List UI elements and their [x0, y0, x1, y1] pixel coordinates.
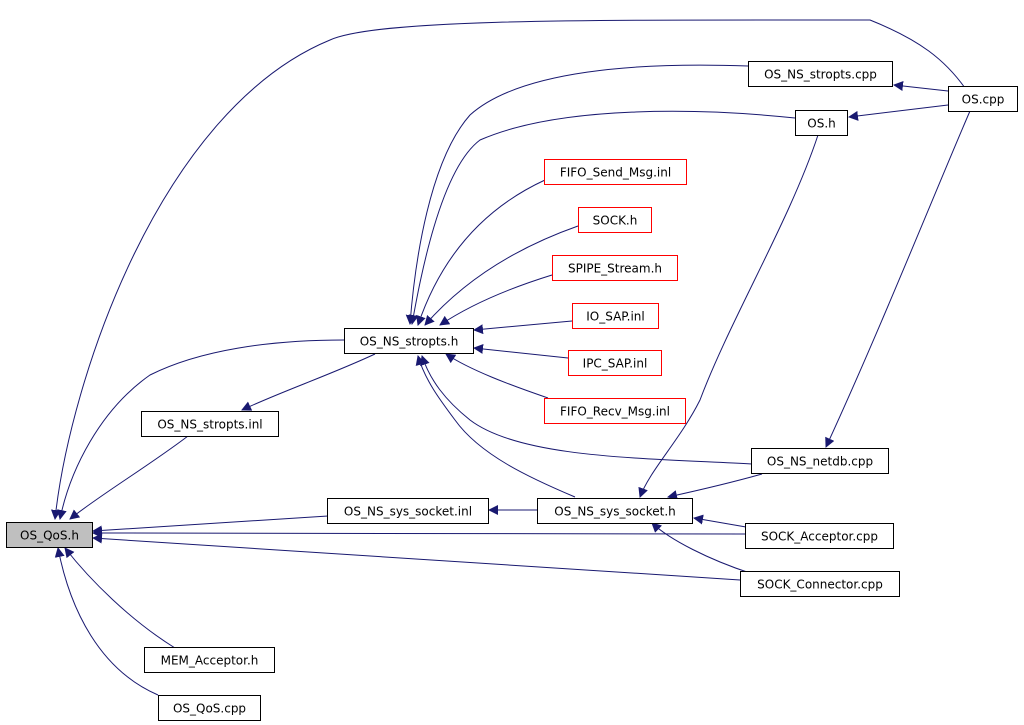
edge-sock-connector-to-os-qos-h: [92, 533, 741, 581]
node-label: SOCK.h: [593, 214, 638, 228]
node-sock-connector-cpp[interactable]: SOCK_Connector.cpp: [740, 571, 900, 597]
node-ipc-sap-inl[interactable]: IPC_SAP.inl: [568, 350, 662, 376]
node-label: OS_NS_sys_socket.inl: [344, 505, 472, 519]
node-label: OS_NS_netdb.cpp: [767, 455, 873, 469]
node-os-ns-stropts-h[interactable]: OS_NS_stropts.h: [344, 328, 474, 354]
edge-os-qos-cpp-to-os-qos-h: [54, 547, 159, 696]
node-os-ns-netdb-cpp[interactable]: OS_NS_netdb.cpp: [751, 448, 889, 474]
node-io-sap-inl[interactable]: IO_SAP.inl: [572, 303, 659, 329]
node-label: FIFO_Recv_Msg.inl: [560, 405, 670, 419]
node-fifo-recv-msg-inl[interactable]: FIFO_Recv_Msg.inl: [544, 398, 686, 424]
edge-os-ns-stropts-cpp-to-os-ns-stropts-h: [405, 64, 749, 325]
edge-os-cpp-to-os-ns-stropts-cpp: [893, 81, 949, 92]
node-label: OS.cpp: [962, 93, 1005, 107]
edge-os-ns-sys-socket-inl-to-os-qos-h: [92, 515, 329, 536]
node-label: SOCK_Connector.cpp: [757, 578, 883, 592]
node-os-ns-stropts-cpp[interactable]: OS_NS_stropts.cpp: [748, 61, 893, 87]
node-label: IO_SAP.inl: [586, 310, 645, 324]
node-label: OS_QoS.cpp: [173, 702, 246, 716]
node-label: IPC_SAP.inl: [583, 357, 648, 371]
node-label: SOCK_Acceptor.cpp: [761, 530, 878, 544]
edge-os-ns-sys-socket-h-to-os-ns-stropts-h: [415, 355, 576, 498]
node-sock-h[interactable]: SOCK.h: [578, 207, 652, 233]
node-sock-acceptor-cpp[interactable]: SOCK_Acceptor.cpp: [745, 523, 894, 549]
edge-os-ns-netdb-to-os-ns-stropts-h: [420, 355, 753, 465]
edge-os-h-to-os-ns-stropts-h: [408, 110, 796, 325]
edge-sock-acceptor-to-os-ns-sys-socket-h: [693, 514, 747, 528]
edge-os-ns-netdb-to-os-ns-sys-socket-h: [667, 473, 763, 500]
node-os-cpp[interactable]: OS.cpp: [948, 86, 1018, 112]
edge-os-ns-stropts-h-to-inl: [241, 353, 376, 411]
edge-os-ns-stropts-inl-to-os-qos-h: [69, 435, 189, 520]
node-label: OS_NS_stropts.h: [360, 335, 459, 349]
node-label: OS_NS_sys_socket.h: [554, 505, 675, 519]
edge-fifo-send-msg-to-os-ns-stropts-h: [416, 179, 546, 326]
edge-sock-h-to-os-ns-stropts-h: [424, 225, 579, 326]
edge-ipc-sap-to-os-ns-stropts-h: [473, 343, 569, 359]
edge-os-ns-stropts-h-to-os-qos-h: [56, 339, 345, 520]
node-os-ns-sys-socket-h[interactable]: OS_NS_sys_socket.h: [537, 498, 693, 524]
edge-io-sap-to-os-ns-stropts-h: [473, 320, 573, 335]
node-fifo-send-msg-inl[interactable]: FIFO_Send_Msg.inl: [544, 159, 687, 185]
edge-os-cpp-to-os-qos-h: [50, 19, 966, 520]
edge-os-cpp-to-os-h: [848, 104, 949, 121]
edge-fifo-recv-msg-to-os-ns-stropts-h: [445, 353, 549, 399]
node-os-qos-cpp[interactable]: OS_QoS.cpp: [158, 695, 261, 721]
node-os-qos-h[interactable]: OS_QoS.h: [6, 522, 93, 548]
node-mem-acceptor-h[interactable]: MEM_Acceptor.h: [144, 647, 275, 673]
node-os-ns-stropts-inl[interactable]: OS_NS_stropts.inl: [141, 411, 279, 437]
node-label: OS.h: [807, 117, 835, 131]
node-label: OS_QoS.h: [20, 529, 79, 543]
node-label: FIFO_Send_Msg.inl: [560, 166, 671, 180]
node-label: MEM_Acceptor.h: [161, 654, 259, 668]
edge-mem-acceptor-to-os-qos-h: [64, 547, 176, 649]
edge-spipe-stream-to-os-ns-stropts-h: [439, 274, 553, 326]
node-os-ns-sys-socket-inl[interactable]: OS_NS_sys_socket.inl: [327, 498, 489, 524]
node-label: OS_NS_stropts.cpp: [764, 68, 877, 82]
edge-sock-connector-to-os-ns-sys-socket-h: [651, 522, 751, 574]
edge-sock-acceptor-to-os-qos-h: [92, 528, 747, 539]
edge-os-cpp-to-os-ns-netdb-cpp: [825, 110, 971, 448]
node-spipe-stream-h[interactable]: SPIPE_Stream.h: [552, 255, 678, 281]
node-os-h[interactable]: OS.h: [795, 110, 848, 136]
node-label: OS_NS_stropts.inl: [157, 418, 262, 432]
node-label: SPIPE_Stream.h: [568, 262, 662, 276]
edge-os-h-to-os-ns-sys-socket-h: [638, 134, 819, 498]
